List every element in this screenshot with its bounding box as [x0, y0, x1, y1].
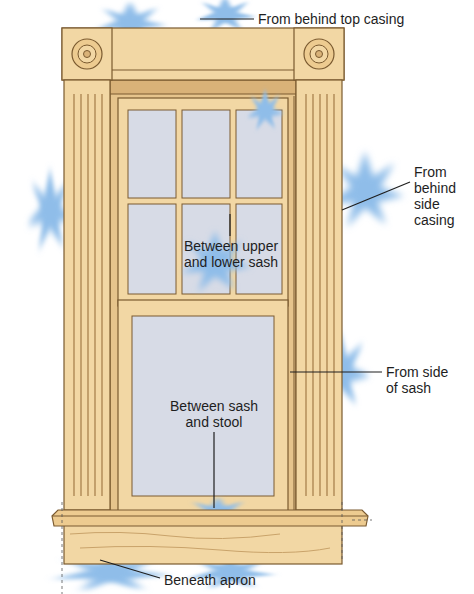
rosette — [72, 39, 102, 69]
lower-sash — [118, 300, 288, 512]
glass-pane — [128, 204, 176, 294]
side-casing — [64, 80, 110, 510]
callout-label: From behind side casing — [414, 164, 472, 228]
callout-label: Beneath apron — [164, 572, 304, 588]
callout-label: From side of sash — [386, 364, 460, 396]
callout-label: Between sash and stool — [164, 398, 264, 430]
head-casing — [62, 28, 344, 80]
sash-channel — [294, 96, 295, 512]
rosette — [316, 51, 323, 58]
corner-block — [62, 28, 112, 80]
glass-pane — [182, 110, 230, 198]
leader-line — [213, 432, 214, 508]
rosette — [310, 45, 328, 63]
apron — [64, 524, 342, 564]
casing-flutes — [306, 94, 334, 496]
leader-line — [229, 214, 230, 236]
rosette — [78, 45, 96, 63]
air-leak-mark — [247, 89, 285, 130]
corner-block — [294, 28, 344, 80]
callout-label: Between upper and lower sash — [176, 238, 286, 270]
guide-line — [62, 502, 372, 594]
leader-line — [100, 560, 160, 578]
leader-line — [342, 182, 410, 210]
leader-line — [290, 371, 382, 372]
upper-sash — [118, 98, 288, 306]
leader-line — [200, 18, 254, 19]
rosette — [84, 51, 91, 58]
air-leak-mark — [196, 0, 255, 32]
head-jamb — [110, 80, 296, 94]
casing-edge — [112, 70, 294, 71]
rosette — [304, 39, 334, 69]
stool-edge — [52, 516, 368, 517]
casing-flutes — [74, 94, 102, 496]
callout-label: From behind top casing — [258, 11, 468, 27]
wood-grain — [70, 532, 330, 552]
glass-pane — [128, 110, 176, 198]
window-jamb — [110, 80, 296, 512]
side-casing — [296, 80, 342, 510]
glass-pane — [132, 316, 274, 496]
stool — [52, 510, 368, 526]
